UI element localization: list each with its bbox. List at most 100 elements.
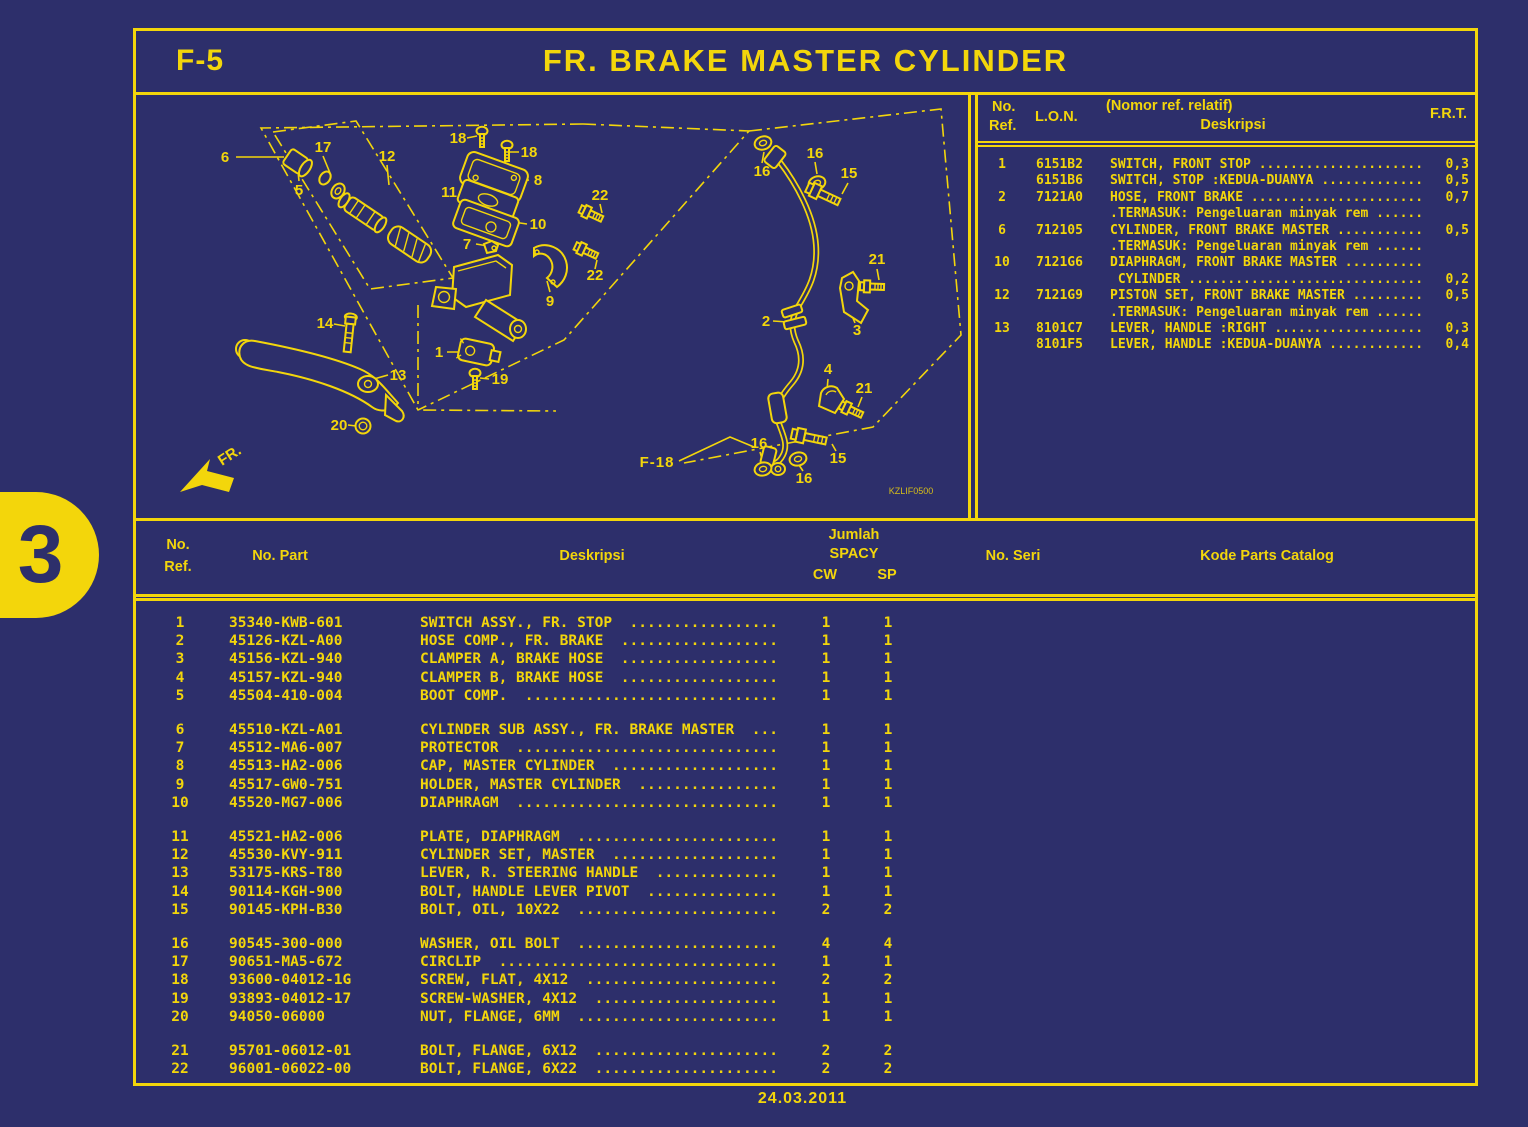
- part-callout-21: 21: [869, 251, 886, 268]
- parts-cell-rest: [919, 669, 1475, 687]
- parts-cell-sp: 1: [883, 865, 893, 882]
- lon-table-row: .TERMASUK: Pengeluaran minyak rem ......: [978, 206, 1475, 222]
- parts-cell-desc: SCREW-WASHER, 4X12 .....................: [420, 990, 778, 1007]
- lon-cell-txt: SWITCH, STOP :KEDUA-DUANYA .............: [1110, 173, 1424, 189]
- lon-cell-ref: [978, 206, 1026, 222]
- parts-cell-sp: 1: [883, 758, 893, 775]
- lon-cell-txt: CYLINDER, FRONT BRAKE MASTER ...........: [1110, 222, 1424, 238]
- parts-cell-cw: 1: [821, 990, 831, 1007]
- parts-cell-rest: [919, 794, 1475, 812]
- parts-cell-sp: 2: [883, 972, 893, 989]
- lon-table-row: CYLINDER ..............................0…: [978, 272, 1475, 288]
- lon-cell-ref: [978, 272, 1026, 288]
- parts-cell-part: 90145-KPH-B30: [229, 901, 343, 918]
- parts-cell-rest: [919, 971, 1475, 989]
- parts-cell-rest: [919, 614, 1475, 632]
- parts-cell-part: 45521-HA2-006: [229, 829, 343, 846]
- row-group-gap: [136, 705, 1475, 721]
- revision-date: 24.03.2011: [757, 1090, 848, 1107]
- part-callout-6: 6: [221, 149, 229, 166]
- parts-cell-ref: 19: [171, 990, 189, 1007]
- part-callout-22: 22: [592, 187, 609, 204]
- parts-cell-cw: 1: [821, 847, 831, 864]
- oil-bolt-part: [789, 425, 829, 449]
- parts-cell-ref: 6: [175, 722, 185, 739]
- fr-direction-arrow: FR.: [180, 442, 244, 492]
- flange-bolt-6x22-part: [571, 239, 601, 263]
- part-callout-7: 7: [463, 236, 471, 253]
- parts-cell-cw: 1: [821, 651, 831, 668]
- parts-cell-rest: [919, 721, 1475, 739]
- lon-cell-frt: 0,2: [1445, 271, 1469, 287]
- parts-cell-ref: 4: [175, 669, 185, 686]
- parts-cell-cw: 2: [821, 1061, 831, 1078]
- parts-cell-ref: 14: [171, 883, 189, 900]
- parts-cell-desc: BOLT, OIL, 10X22 .......................: [420, 901, 778, 918]
- parts-cell-cw: 1: [821, 669, 831, 686]
- parts-cell-desc: CIRCLIP ................................: [420, 954, 778, 971]
- parts-header-sp: SP: [877, 567, 897, 583]
- lon-cell-lon: 712105: [1036, 222, 1083, 238]
- parts-cell-sp: 1: [883, 990, 893, 1007]
- lon-cell-txt: LEVER, HANDLE :RIGHT ...................: [1110, 321, 1424, 337]
- lon-cell-lon: 7121A0: [1036, 189, 1083, 205]
- parts-cell-sp: 1: [883, 954, 893, 971]
- lon-cell-ref: 1: [998, 157, 1006, 172]
- part-callout-4: 4: [824, 361, 833, 378]
- part-callout-16: 16: [751, 435, 768, 452]
- lon-cell-ref: 6: [998, 222, 1006, 238]
- lon-table-row: .TERMASUK: Pengeluaran minyak rem ......: [978, 239, 1475, 255]
- lon-cell-lon: 6151B2: [1036, 157, 1083, 172]
- pivot-bolt-part: [342, 312, 358, 354]
- section-code: F-5: [176, 44, 224, 77]
- parts-cell-cw: 1: [821, 740, 831, 757]
- lever-part: [235, 339, 405, 423]
- parts-cell-ref: 8: [175, 758, 185, 775]
- f18-leader-line: [678, 436, 755, 462]
- part-callout-10: 10: [530, 216, 547, 233]
- parts-cell-part: 45504-410-004: [229, 687, 343, 704]
- parts-cell-part: 90114-KGH-900: [229, 883, 343, 900]
- page-header: F-5 FR. BRAKE MASTER CYLINDER: [136, 31, 1475, 95]
- lon-cell-ref: [978, 305, 1026, 321]
- stop-switch-part: [455, 337, 502, 367]
- figure-code: KZLIF0500: [889, 486, 934, 496]
- parts-cell-cw: 1: [821, 883, 831, 900]
- lon-cell-lon: 7121G9: [1036, 288, 1083, 304]
- parts-cell-rest: [919, 883, 1475, 901]
- f18-cross-reference[interactable]: F-18: [640, 454, 675, 471]
- lon-cell-ref: [978, 239, 1026, 255]
- section-tab-badge[interactable]: 3: [0, 492, 99, 618]
- parts-cell-sp: 1: [883, 740, 893, 757]
- lon-cell-txt: PISTON SET, FRONT BRAKE MASTER .........: [1110, 288, 1424, 304]
- lon-cell-txt: DIAPHRAGM, FRONT BRAKE MASTER ..........: [1110, 255, 1424, 271]
- parts-cell-desc: BOLT, HANDLE LEVER PIVOT ...............: [420, 883, 778, 900]
- parts-cell-part: 45517-GW0-751: [229, 776, 343, 793]
- part-callout-11: 11: [441, 184, 457, 201]
- parts-header-seri: No. Seri: [985, 548, 1041, 564]
- parts-cell-part: 45530-KVY-911: [229, 847, 343, 864]
- parts-cell-ref: 10: [171, 794, 189, 811]
- parts-cell-ref: 17: [171, 954, 189, 971]
- parts-cell-rest: [919, 650, 1475, 668]
- parts-cell-rest: [919, 1008, 1475, 1026]
- parts-table-row: 14 90114-KGH-900 BOLT, HANDLE LEVER PIVOT …: [136, 883, 1475, 901]
- parts-cell-desc: PLATE, DIAPHRAGM .......................: [420, 829, 778, 846]
- parts-cell-ref: 5: [175, 687, 185, 704]
- parts-cell-rest: [919, 864, 1475, 882]
- parts-cell-cw: 1: [821, 1008, 831, 1025]
- parts-cell-ref: 20: [171, 1008, 189, 1025]
- part-callout-19: 19: [492, 371, 509, 388]
- part-callout-12: 12: [379, 148, 396, 165]
- parts-cell-cw: 2: [821, 972, 831, 989]
